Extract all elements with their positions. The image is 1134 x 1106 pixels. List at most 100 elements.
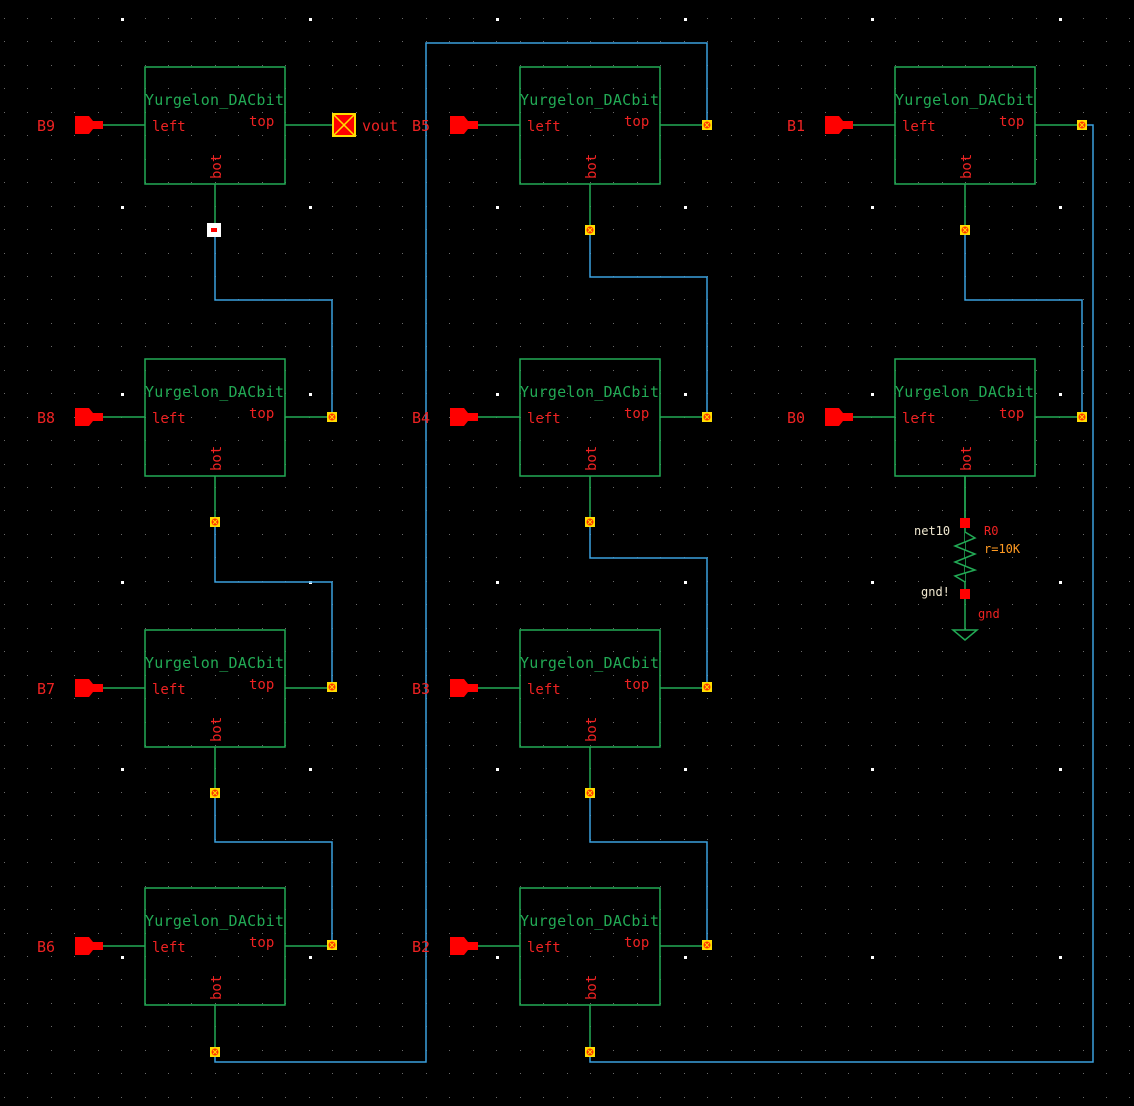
- grid-dot: [848, 604, 849, 605]
- grid-dot: [848, 464, 849, 465]
- instance-box[interactable]: [144, 629, 286, 748]
- grid-dot: [1012, 886, 1013, 887]
- grid-dot: [145, 604, 146, 605]
- instance-box[interactable]: [894, 66, 1036, 185]
- grid-dot: [707, 464, 708, 465]
- grid-dot: [942, 768, 943, 769]
- grid-dot: [801, 323, 802, 324]
- grid-dot: [637, 792, 638, 793]
- net10-label: net10: [914, 524, 950, 538]
- grid-dot: [520, 792, 521, 793]
- grid-dot: [449, 628, 450, 629]
- instance-box[interactable]: [519, 66, 661, 185]
- instance-box[interactable]: [144, 66, 286, 185]
- grid-dot: [285, 534, 286, 535]
- grid-dot: [567, 18, 568, 19]
- input-pin-icon[interactable]: [75, 937, 103, 955]
- input-pin-icon[interactable]: [75, 116, 103, 134]
- grid-dot: [74, 839, 75, 840]
- grid-dot: [590, 722, 591, 723]
- grid-dot: [402, 464, 403, 465]
- input-pin-icon[interactable]: [450, 116, 478, 134]
- grid-dot: [449, 1026, 450, 1027]
- grid-dot: [121, 698, 122, 699]
- grid-dot: [27, 253, 28, 254]
- grid-dot: [356, 65, 357, 66]
- grid-dot: [496, 276, 497, 277]
- grid-dot: [871, 253, 872, 254]
- input-pin-icon[interactable]: [450, 408, 478, 426]
- instance-box[interactable]: [144, 887, 286, 1006]
- instance-box[interactable]: [519, 629, 661, 748]
- input-pin-icon[interactable]: [825, 116, 853, 134]
- grid-dot: [754, 346, 755, 347]
- grid-dot: [4, 792, 5, 793]
- output-pin-vout[interactable]: vout: [332, 113, 398, 137]
- grid-dot: [1059, 65, 1060, 66]
- grid-dot: [1012, 159, 1013, 160]
- instance-box[interactable]: [144, 358, 286, 477]
- input-pin-icon[interactable]: [75, 408, 103, 426]
- instance-box[interactable]: [519, 358, 661, 477]
- grid-dot: [848, 933, 849, 934]
- grid-dot: [402, 979, 403, 980]
- grid-dot: [168, 534, 169, 535]
- grid-dot: [74, 41, 75, 42]
- grid-dot: [402, 276, 403, 277]
- grid-dot: [215, 182, 216, 183]
- grid-dot: [848, 979, 849, 980]
- grid-dot: [168, 464, 169, 465]
- grid-dot: [98, 346, 99, 347]
- grid-dot: [1083, 393, 1084, 394]
- grid-dot: [1106, 886, 1107, 887]
- grid-dot: [379, 346, 380, 347]
- grid-dot: [51, 510, 52, 511]
- grid-dot: [238, 557, 239, 558]
- grid-dot: [402, 487, 403, 488]
- grid-dot: [496, 1050, 497, 1051]
- grid-dot: [356, 393, 357, 394]
- grid-dot: [684, 651, 685, 652]
- input-pin-icon[interactable]: [450, 679, 478, 697]
- instance-box[interactable]: [519, 887, 661, 1006]
- grid-dot: [121, 604, 122, 605]
- grid-dot: [1036, 534, 1037, 535]
- grid-dot: [918, 510, 919, 511]
- grid-dot: [449, 1073, 450, 1074]
- grid-dot: [1129, 159, 1130, 160]
- grid-dot: [1106, 698, 1107, 699]
- grid-dot: [543, 604, 544, 605]
- grid-dot: [1036, 675, 1037, 676]
- grid-dot: [567, 440, 568, 441]
- input-pin-icon[interactable]: [450, 937, 478, 955]
- grid-dot: [567, 862, 568, 863]
- grid-dot: [1036, 182, 1037, 183]
- input-pin-label: B4: [412, 409, 430, 427]
- input-pin-icon[interactable]: [75, 679, 103, 697]
- grid-dot: [496, 839, 497, 840]
- grid-dot: [309, 159, 310, 160]
- grid-dot: [215, 88, 216, 89]
- grid-dot: [238, 112, 239, 113]
- grid-dot: [309, 135, 310, 136]
- grid-dot: [637, 135, 638, 136]
- grid-dot: [215, 651, 216, 652]
- input-pin-icon[interactable]: [825, 408, 853, 426]
- grid-dot: [27, 1026, 28, 1027]
- grid-dot: [684, 112, 685, 113]
- grid-dot: [1106, 628, 1107, 629]
- grid-dot: [215, 745, 216, 746]
